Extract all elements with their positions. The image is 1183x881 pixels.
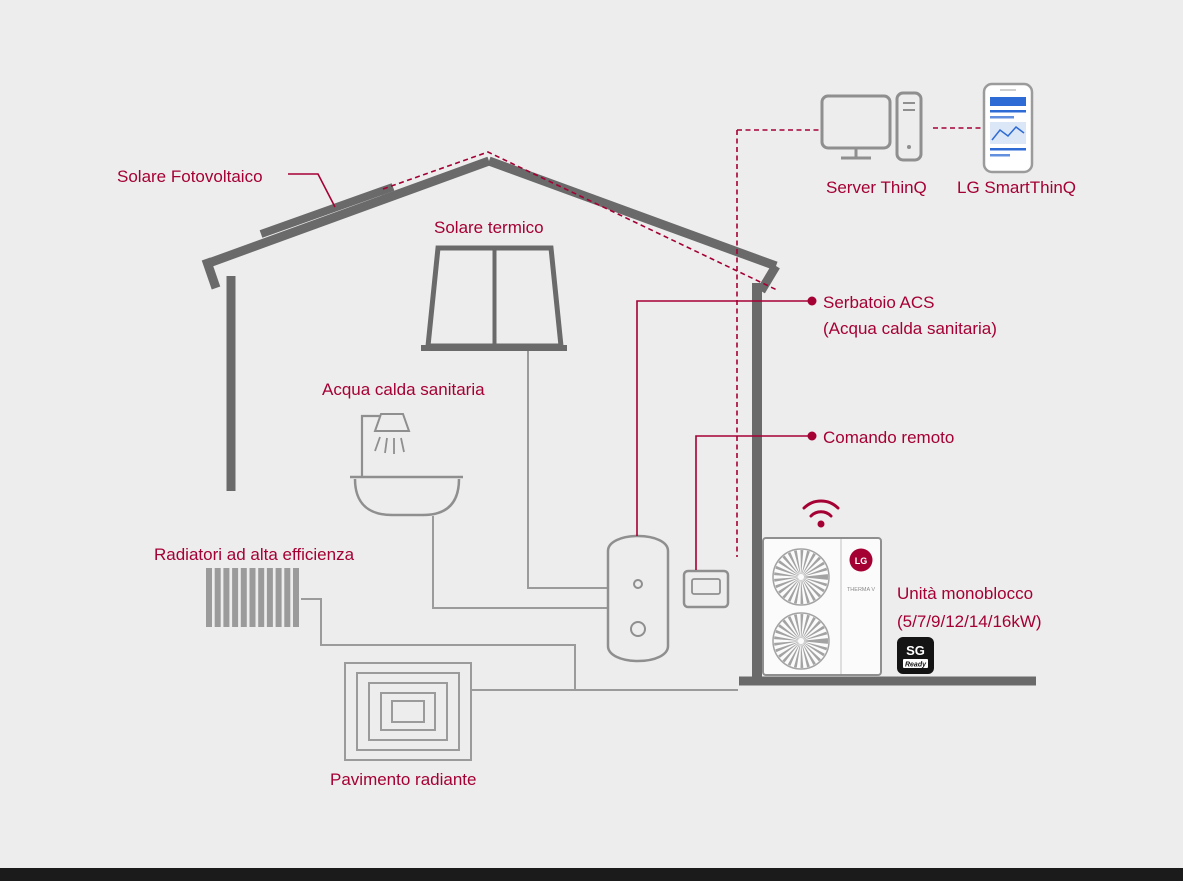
house-outline (201, 156, 1036, 686)
solar-thermal-panel-icon (421, 245, 567, 351)
label-hot-water: Acqua calda sanitaria (322, 380, 485, 399)
remote-control-icon (682, 569, 730, 609)
wifi-icon (802, 499, 840, 528)
server-monitor-icon (820, 94, 892, 150)
lg-logo: LG (849, 548, 873, 572)
label-radiant-floor: Pavimento radiante (330, 770, 477, 789)
heat-pump-unit-icon: LG THERMA V (762, 537, 882, 676)
dashed-connections (382, 127, 981, 557)
label-unit-line2: (5/7/9/12/14/16kW) (897, 612, 1042, 631)
label-remote-control: Comando remoto (823, 428, 955, 447)
pipes (301, 349, 738, 691)
sg-badge-text: SG (906, 643, 925, 658)
sg-ready-badge: SG Ready (897, 637, 934, 674)
fan-bottom (772, 612, 830, 670)
solar-pv-panel-icon (259, 183, 395, 238)
label-app: LG SmartThinQ (957, 178, 1077, 197)
radiant-floor-icon (344, 662, 472, 761)
label-solar-thermal: Solare termico (434, 218, 544, 237)
lg-logo-text: LG (855, 556, 868, 566)
remote-pointer (695, 435, 812, 570)
label-unit: Unità monoblocco (5/7/9/12/14/16kW) (897, 580, 1042, 636)
label-server: Server ThinQ (826, 178, 927, 197)
shower-spray (374, 436, 405, 454)
label-unit-line1: Unità monoblocco (897, 584, 1034, 603)
roof-dashed-line (382, 151, 778, 291)
label-solar-pv: Solare Fotovoltaico (117, 167, 263, 186)
shower-sink-icon (350, 413, 463, 517)
label-pointers (288, 173, 817, 570)
server-icon (820, 91, 923, 162)
label-tank: Serbatoio ACS (Acqua calda sanitaria) (823, 290, 997, 342)
phone-screen-content (990, 97, 1026, 157)
sg-badge-ready-text: Ready (905, 662, 927, 669)
smartphone-icon (982, 82, 1034, 174)
radiator-icon (206, 568, 299, 627)
tank-pointer (636, 300, 812, 536)
solar-pv-pointer (288, 173, 336, 208)
unit-model-text: THERMA V (847, 587, 875, 593)
footer-bar (0, 868, 1183, 881)
fan-top (772, 548, 830, 606)
label-tank-line2: (Acqua calda sanitaria) (823, 319, 997, 338)
tank-icon (606, 534, 670, 663)
label-tank-line1: Serbatoio ACS (823, 293, 935, 312)
label-radiators: Radiatori ad alta efficienza (154, 545, 355, 564)
